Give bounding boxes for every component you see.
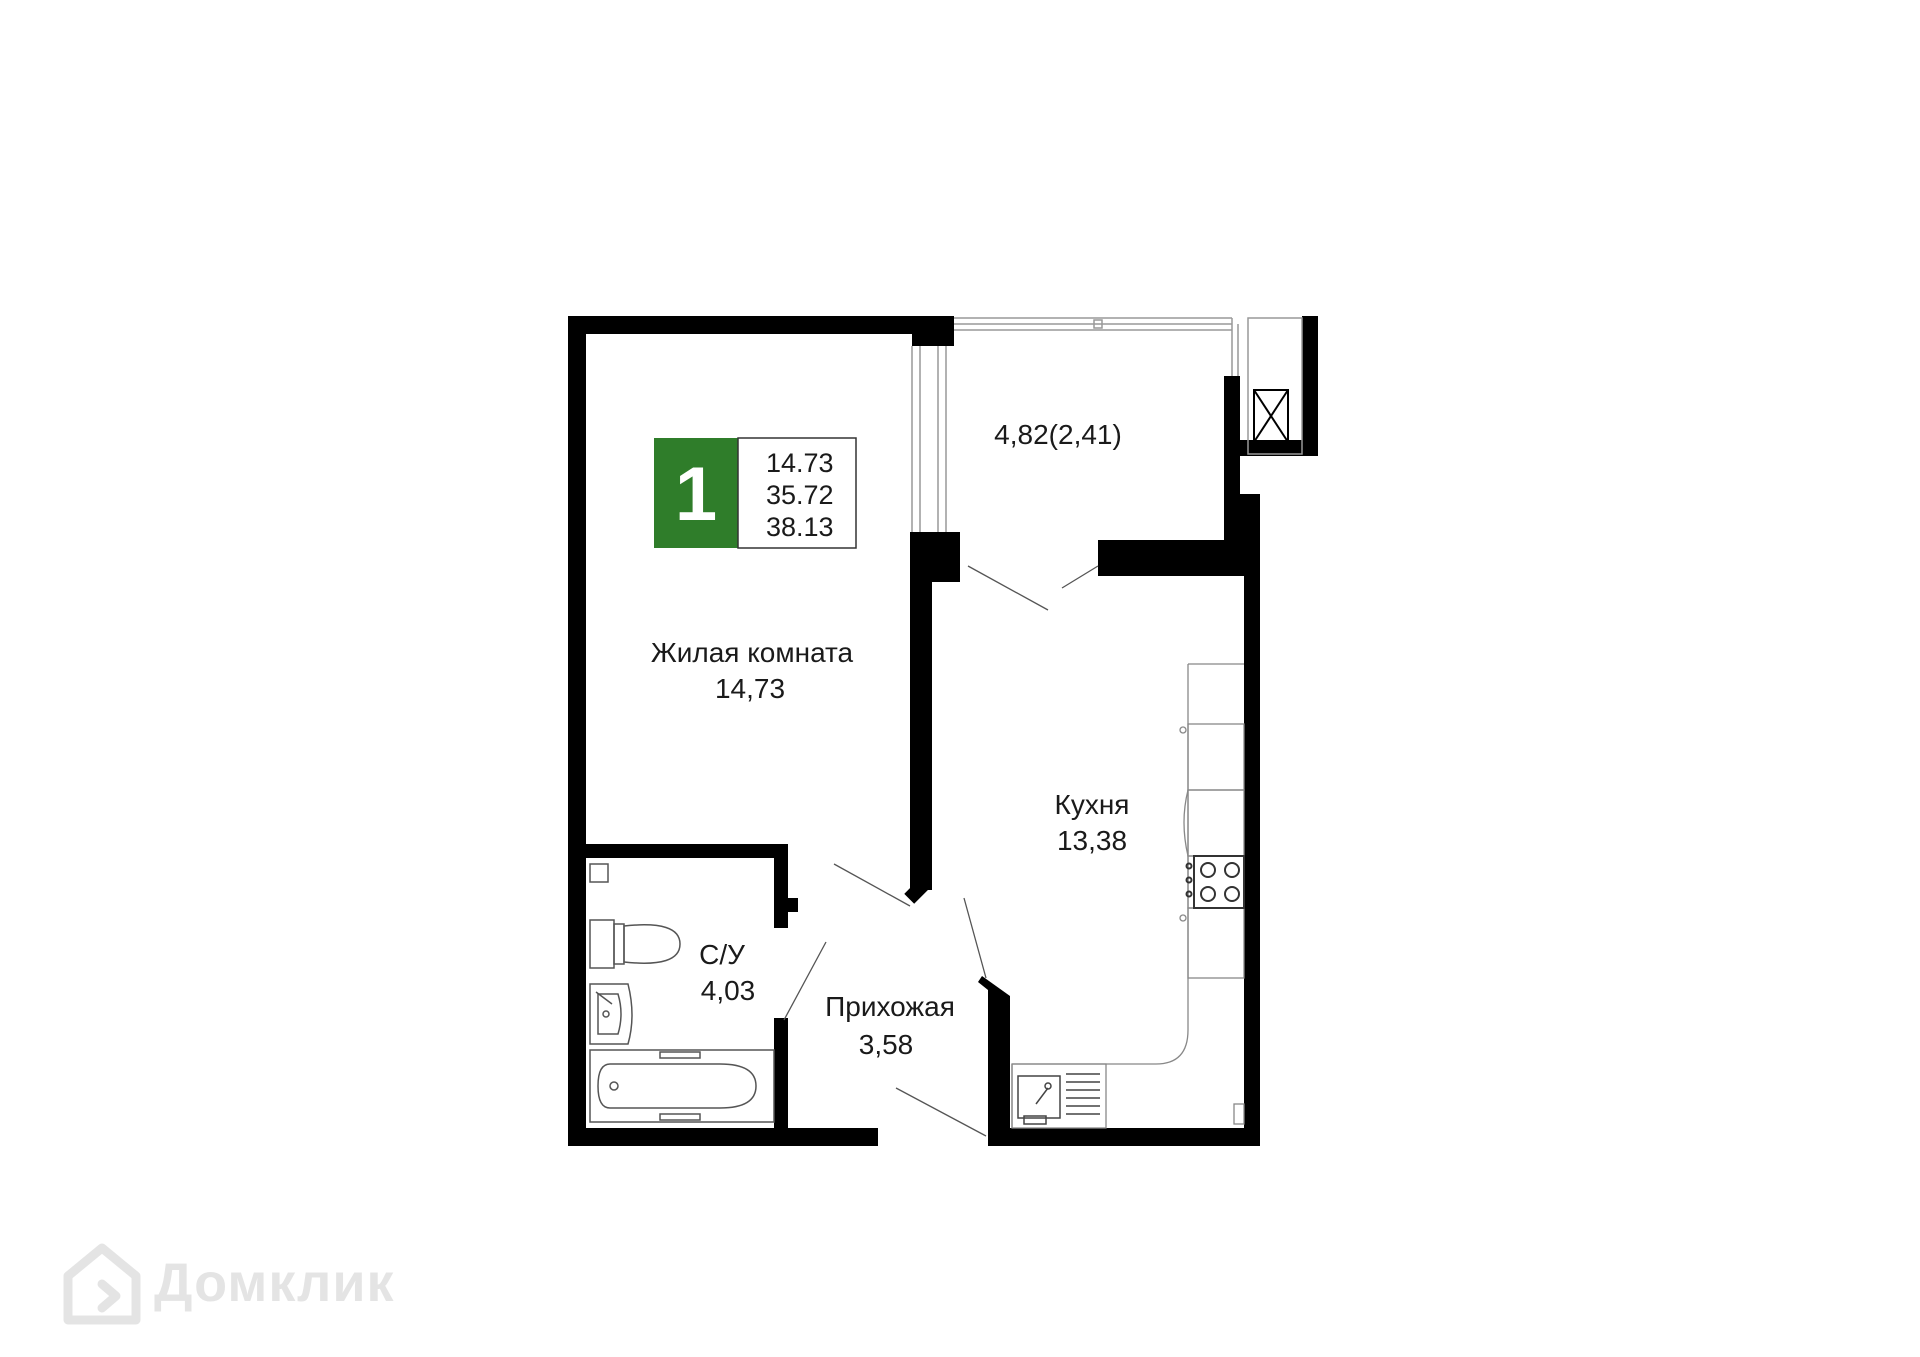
rooms-count: 1 <box>675 452 717 537</box>
house-icon <box>63 1243 141 1325</box>
bathroom-name: С/У <box>699 939 745 970</box>
hallway-name: Прихожая <box>825 991 955 1022</box>
walls <box>568 316 1318 1146</box>
ventilation-shaft <box>1253 389 1289 443</box>
toilet <box>589 863 681 969</box>
kitchen-name: Кухня <box>1055 789 1130 820</box>
kitchen-sink <box>1017 1073 1100 1125</box>
watermark-text: Домклик <box>154 1253 395 1313</box>
living-room-area: 14,73 <box>715 673 785 704</box>
domclick-watermark: Домклик <box>62 1240 395 1326</box>
windows <box>911 317 1303 532</box>
total-area-value: 35.72 <box>766 480 834 510</box>
bathtub <box>589 1049 775 1123</box>
areas-box <box>737 437 857 549</box>
stove <box>1185 855 1245 909</box>
balcony-area: 4,82(2,41) <box>994 419 1122 450</box>
kitchen-area: 13,38 <box>1057 825 1127 856</box>
apartment-badge: 1 14.73 35.72 38.13 <box>654 437 857 549</box>
kitchen-counter <box>1011 663 1245 1129</box>
hallway-area: 3,58 <box>859 1029 914 1060</box>
room-labels: Жилая комната 14,73 4,82(2,41) Кухня 13,… <box>651 419 1130 1060</box>
door-swings <box>783 565 1099 1137</box>
bathroom-area: 4,03 <box>701 975 756 1006</box>
rooms-count-box <box>654 438 738 548</box>
total-area-with-balcony-value: 38.13 <box>766 512 834 542</box>
living-room-name: Жилая комната <box>651 637 854 668</box>
washbasin <box>589 983 633 1045</box>
living-area-value: 14.73 <box>766 448 834 478</box>
